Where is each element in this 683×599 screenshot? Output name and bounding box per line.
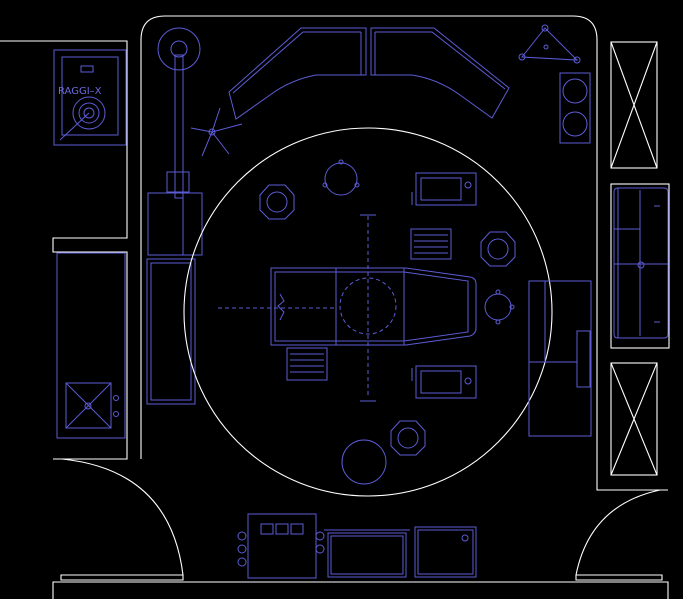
side-cabinet xyxy=(146,258,196,405)
xray-viewer: RAGGI–X xyxy=(53,49,127,146)
sink-basin xyxy=(65,382,112,429)
walls xyxy=(0,15,669,599)
scrub-sink-unit xyxy=(613,187,669,339)
octagon-stool-3 xyxy=(390,420,426,456)
bottom-wall xyxy=(52,581,669,599)
right-cabinets xyxy=(610,41,670,476)
ceiling-pendant xyxy=(157,27,201,71)
workstation-right xyxy=(370,27,510,119)
round-stool-1 xyxy=(322,159,360,196)
right-door-swing xyxy=(575,489,661,576)
octagon-stool-2 xyxy=(480,231,516,267)
pendant-console xyxy=(147,192,203,256)
pendant-arm xyxy=(174,54,184,199)
operating-area xyxy=(183,127,553,497)
trolley-top xyxy=(411,172,477,206)
left-wall-equipment xyxy=(56,27,203,439)
tripod-stand xyxy=(518,24,581,64)
bottom-cart xyxy=(324,529,410,578)
stool xyxy=(190,107,243,157)
bottom-cabinet xyxy=(414,526,477,578)
wall-recess xyxy=(610,183,670,349)
octagon-stool-1 xyxy=(259,184,295,220)
lamp-sweep-circle xyxy=(183,127,553,497)
monitor-unit xyxy=(559,72,591,144)
left-door-swing xyxy=(61,458,184,576)
anesthesia-machine xyxy=(528,280,592,437)
kick-bucket xyxy=(341,439,387,485)
xray-label: RAGGI–X xyxy=(58,86,102,97)
counter-unit xyxy=(56,252,126,439)
trolley-bottom xyxy=(411,365,477,399)
electrosurgical-unit xyxy=(237,513,325,579)
room-outline xyxy=(140,15,668,491)
table-column xyxy=(339,277,397,335)
arm-board-left xyxy=(286,347,328,381)
right-door-leaf xyxy=(575,574,663,581)
round-stool-2 xyxy=(484,289,515,325)
storage-cabinet-bottom xyxy=(610,362,658,476)
top-equipment xyxy=(190,24,591,157)
bottom-equipment xyxy=(237,513,477,579)
xray-cabinet xyxy=(53,49,127,146)
operating-table xyxy=(270,267,477,346)
workstation-left xyxy=(228,27,367,120)
storage-cabinet-top xyxy=(610,41,658,169)
left-wall xyxy=(0,40,128,460)
arm-board-right xyxy=(410,228,452,260)
left-door-leaf xyxy=(60,574,184,581)
